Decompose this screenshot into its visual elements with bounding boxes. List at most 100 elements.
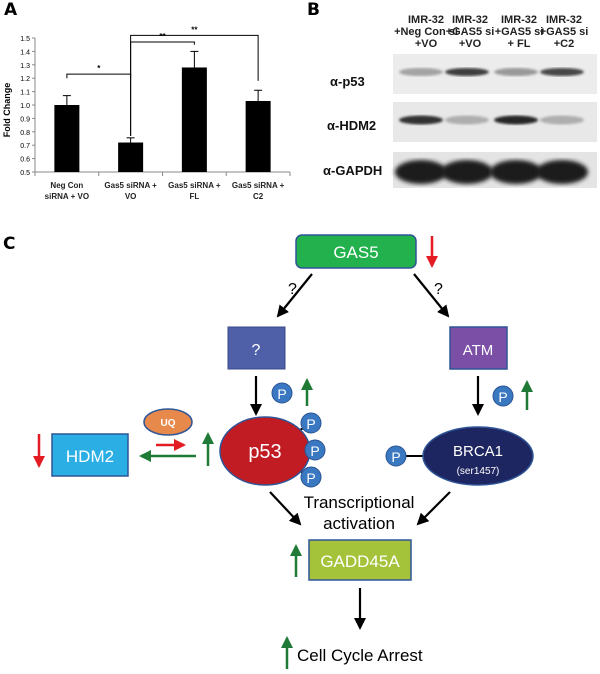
y-tick-label: 0.6 — [20, 157, 30, 164]
phospho-icon: P — [271, 382, 293, 404]
svg-text:P: P — [306, 470, 315, 486]
x-tick-label: C2 — [253, 192, 264, 201]
y-tick-label: 0.8 — [20, 130, 30, 137]
lane-label-line: +Neg Con si — [394, 26, 458, 38]
significance-bracket — [66, 73, 132, 79]
unknown-node: ? — [227, 326, 286, 370]
svg-text:P: P — [391, 449, 400, 465]
y-tick-label: 0.7 — [20, 143, 30, 150]
blot-band-gapdh — [490, 160, 542, 184]
y-tick-label: 1.1 — [20, 90, 30, 97]
brca1-node: BRCA1 (ser1457) — [406, 426, 534, 486]
x-tick-label: Gas5 siRNA + — [232, 181, 285, 190]
panel-label-b: B — [307, 0, 320, 20]
blot-band-p53 — [445, 68, 489, 76]
blot-band-hdm2 — [540, 115, 584, 125]
phospho-icon: P — [300, 466, 322, 488]
blot-band-gapdh — [395, 160, 447, 184]
significance-bracket — [130, 34, 259, 136]
significance-label: ** — [191, 25, 198, 34]
lane-label-line: IMR-32 — [407, 14, 445, 26]
significance-label: ** — [159, 32, 166, 41]
blot-band-gapdh — [441, 160, 493, 184]
blot-band-gapdh — [536, 160, 588, 184]
hdm2-label: HDM2 — [66, 447, 114, 466]
gadd45a-label: GADD45A — [320, 552, 400, 571]
phospho-icon: P — [300, 412, 322, 434]
pathway-diagram: GAS5 ? ? ? ATM P P p53 P P — [33, 234, 534, 669]
blot-band-hdm2 — [494, 115, 538, 125]
gas5-label: GAS5 — [333, 243, 378, 262]
transcriptional-label: Transcriptional — [304, 493, 415, 512]
brca1-label: BRCA1 — [453, 443, 503, 460]
outcome-label: Cell Cycle Arrest — [297, 646, 423, 665]
arrow-p53-to-gadd45a — [269, 491, 302, 526]
p53-node: p53 — [219, 416, 311, 486]
y-tick-label: 1.3 — [20, 63, 30, 70]
activation-label: activation — [323, 514, 395, 533]
lane-label-line: +VO — [458, 38, 482, 50]
x-tick-label: VO — [125, 192, 137, 201]
phospho-icon: P — [492, 385, 514, 407]
y-axis-label: Fold Change — [2, 83, 12, 138]
phospho-icon: P — [385, 445, 407, 467]
atm-label: ATM — [463, 342, 494, 359]
lane-label-line: IMR-32 — [545, 14, 583, 26]
blot-band-p53 — [399, 68, 443, 76]
hdm2-node: HDM2 — [51, 433, 129, 477]
blot-image — [393, 54, 597, 188]
blot-band-hdm2 — [445, 115, 489, 125]
x-tick-label: Gas5 siRNA + — [104, 181, 157, 190]
x-tick-label: Neg Con — [50, 181, 83, 190]
x-tick-label: siRNA + VO — [45, 192, 89, 201]
y-tick-label: 1.5 — [20, 36, 30, 43]
svg-text:P: P — [498, 389, 507, 405]
phospho-icon: P — [304, 439, 326, 461]
svg-text:P: P — [310, 443, 319, 459]
lane-label-line: IMR-32 — [451, 14, 489, 26]
unknown-node-label: ? — [252, 342, 261, 359]
antibody-label-hdm2: α-HDM2 — [327, 118, 377, 133]
lane-label: IMR-32+GAS5 si+VO — [438, 14, 502, 50]
y-tick-label: 0.5 — [20, 170, 30, 177]
blot-band-p53 — [540, 68, 584, 76]
lane-label: IMR-32+GAS5 si+ FL — [487, 14, 551, 50]
atm-node: ATM — [449, 326, 508, 370]
y-tick-label: 1.2 — [20, 76, 30, 83]
arrow-gas5-to-atm — [413, 273, 450, 318]
lane-label: IMR-32+Neg Con si+VO — [394, 14, 458, 50]
antibody-label-p53: α-p53 — [330, 74, 365, 89]
blot-band-p53 — [494, 68, 538, 76]
y-tick-label: 0.9 — [20, 116, 30, 123]
lane-label-line: IMR-32 — [500, 14, 538, 26]
question-right: ? — [434, 281, 443, 298]
lane-label-line: +GAS5 si — [539, 26, 589, 38]
significance-label: * — [97, 64, 101, 73]
bar — [181, 67, 207, 172]
lane-label-line: +GAS5 si — [445, 26, 495, 38]
gas5-node: GAS5 — [295, 234, 417, 269]
x-tick-label: FL — [189, 192, 199, 201]
panel-label-c: C — [3, 234, 16, 254]
y-tick-label: 1.4 — [20, 49, 30, 56]
antibody-label-gapdh: α-GAPDH — [323, 163, 383, 178]
gadd45a-node: GADD45A — [308, 539, 412, 581]
y-tick-label: 1.0 — [20, 103, 30, 110]
lane-label-line: +C2 — [553, 38, 575, 50]
p53-label: p53 — [248, 441, 281, 463]
bar — [118, 142, 144, 172]
panel-label-a: A — [4, 0, 18, 20]
lane-label: IMR-32+GAS5 si+C2 — [532, 14, 596, 50]
x-tick-label: Gas5 siRNA + — [168, 181, 221, 190]
uq-label: UQ — [161, 418, 176, 429]
arrow-brca1-to-gadd45a — [416, 491, 451, 526]
arrow-gas5-to-unknown — [276, 273, 313, 318]
bar — [245, 100, 271, 172]
brca1-site-label: (ser1457) — [457, 466, 500, 477]
bar — [54, 105, 80, 172]
svg-text:P: P — [306, 416, 315, 432]
lane-label-line: +VO — [414, 38, 438, 50]
lane-label-line: + FL — [507, 38, 531, 50]
svg-text:P: P — [277, 386, 286, 402]
